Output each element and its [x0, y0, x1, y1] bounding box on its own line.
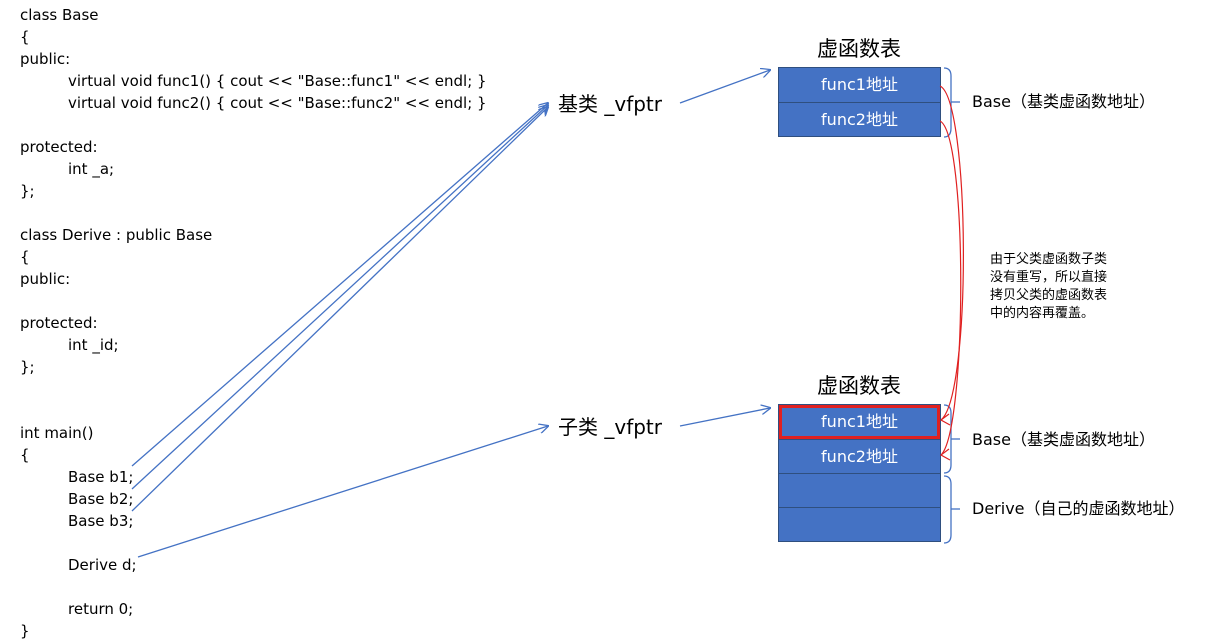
code-line: protected: [20, 138, 98, 156]
code-line: public: [20, 50, 71, 68]
copy-func2-curve [939, 120, 962, 456]
code-line: public: [20, 270, 71, 288]
code-line: class Derive : public Base [20, 226, 213, 244]
code-line: { [20, 248, 30, 266]
copy-func2-arrowhead [939, 448, 951, 461]
derive-vtable-cell [779, 507, 940, 541]
code-line: return 0; [68, 600, 134, 618]
base-vtable-title: 虚函数表 [817, 37, 901, 61]
code-line: virtual void func2() { cout << "Base::fu… [68, 94, 487, 112]
b1-to-base-vfptr-arrow [131, 103, 548, 467]
code-line: class Base [20, 6, 99, 24]
base-vfptr-label: 基类 _vfptr [558, 92, 662, 116]
code-line: }; [20, 182, 35, 200]
b2-to-base-vfptr-arrow [131, 105, 548, 490]
copy-explanation-note: 由于父类虚函数子类 没有重写，所以直接 拷贝父类的虚函数表 中的内容再覆盖。 [990, 252, 1108, 321]
derive-own-brace [943, 475, 952, 544]
derive-vfptr-to-vtable-arrow [679, 408, 770, 427]
copy-func1-arrowhead [939, 413, 951, 426]
b3-to-base-vfptr-arrow [131, 107, 548, 512]
derive-own-group-label: Derive（自己的虚函数地址） [972, 499, 1185, 518]
base-vtable-cell: func2地址 [779, 102, 940, 136]
base-vtable: func1地址 func2地址 [778, 67, 941, 137]
code-line: int _id; [68, 336, 119, 354]
code-line: protected: [20, 314, 98, 332]
base-vtable-group-label: Base（基类虚函数地址） [972, 92, 1155, 111]
code-line: int main() [20, 424, 94, 442]
code-line: }; [20, 358, 35, 376]
derive-vtable-cell: func2地址 [779, 439, 940, 473]
derive-vfptr-label: 子类 _vfptr [558, 415, 662, 439]
derive-vtable-title: 虚函数表 [817, 374, 901, 398]
copy-func1-curve [939, 85, 964, 421]
derive-vtable-cell [779, 473, 940, 507]
base-vtable-cell: func1地址 [821, 75, 898, 94]
code-line: Base b3; [68, 512, 134, 530]
code-line: int _a; [68, 160, 115, 178]
code-line: } [20, 622, 30, 640]
derive-vtable-cell-highlighted: func1地址 [779, 405, 940, 439]
derive-base-group-label: Base（基类虚函数地址） [972, 430, 1155, 449]
base-vfptr-to-vtable-arrow [679, 70, 770, 104]
code-line: Base b2; [68, 490, 134, 508]
derive-vtable: func1地址 func2地址 [778, 404, 941, 542]
code-line: Derive d; [68, 556, 137, 574]
code-line: { [20, 446, 30, 464]
code-line: Base b1; [68, 468, 134, 486]
code-line: virtual void func1() { cout << "Base::fu… [68, 72, 487, 90]
code-line: { [20, 28, 30, 46]
d-to-derive-vfptr-arrow [137, 426, 548, 558]
